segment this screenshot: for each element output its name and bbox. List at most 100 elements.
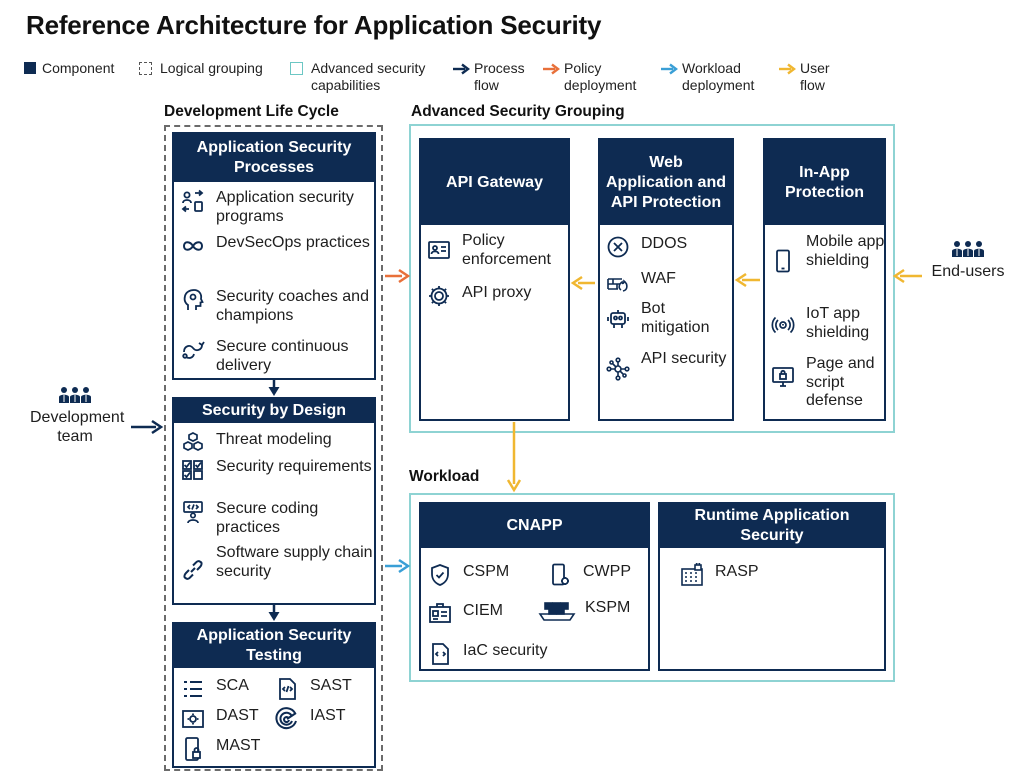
program-icon (178, 189, 208, 213)
list-item: DAST (178, 707, 268, 731)
item-label: RASP (715, 563, 759, 580)
application-security-testing-card: Application Security Testing (172, 622, 376, 768)
list-item: IoT app shielding (768, 305, 886, 342)
item-label: DAST (216, 707, 259, 724)
workload-group (409, 493, 895, 682)
item-label: DevSecOps practices (216, 234, 370, 251)
list-item: Secure continuous delivery (178, 338, 373, 375)
end-users-label: End-users (931, 263, 1005, 280)
list-item: Policy enforcement (424, 232, 569, 269)
card-title: API Gateway (421, 140, 568, 225)
card-title: Application Security Processes (174, 134, 374, 182)
legend-workload-deployment: Workload deployment (660, 60, 770, 94)
item-label: DDOS (641, 235, 688, 252)
id-badge-icon (425, 602, 455, 626)
item-label: Software supply chain security (216, 544, 373, 580)
policy-deployment-arrow (385, 268, 411, 284)
item-label: IAST (310, 707, 346, 724)
radar-icon (272, 707, 302, 731)
logical-grouping-swatch (139, 62, 152, 75)
item-label: Security coaches and champions (216, 288, 369, 324)
list-item: IAST (272, 707, 372, 731)
item-label: API security (641, 350, 727, 367)
legend-label: Process flow (474, 60, 525, 93)
item-label: KSPM (585, 599, 631, 616)
card-title: CNAPP (421, 504, 648, 548)
development-life-cycle-group (164, 125, 383, 771)
api-gateway-card: API Gateway (419, 138, 570, 421)
list-item: IaC security (425, 642, 645, 666)
item-label: MAST (216, 737, 261, 754)
list-item: KSPM (537, 599, 647, 623)
legend-label: Advanced security capabilities (311, 60, 426, 93)
security-by-design-card: Security by Design (172, 397, 376, 605)
policy-deployment-arrow-icon (543, 63, 560, 75)
item-label: Threat modeling (216, 431, 332, 448)
shield-icon (425, 563, 455, 587)
list-item: Security requirements (178, 458, 373, 482)
item-label: SAST (310, 677, 352, 694)
page-title: Reference Architecture for Application S… (26, 10, 602, 40)
legend-logical-grouping: Logical grouping (139, 60, 263, 77)
list-item: API proxy (424, 284, 569, 308)
card-title: Application Security Testing (174, 624, 374, 668)
list-item: DevSecOps practices (178, 234, 373, 258)
workload-deployment-arrow (385, 558, 411, 574)
user-flow-arrow-icon (779, 63, 796, 75)
component-swatch (24, 62, 36, 74)
list-item: CSPM (425, 563, 535, 587)
monitor-lock-icon (768, 365, 798, 389)
list-item: DDOS (603, 235, 733, 259)
id-card-icon (424, 238, 454, 262)
list-item: WAF (603, 270, 733, 294)
gear-window-icon (178, 707, 208, 731)
development-life-cycle-title: Development Life Cycle (164, 103, 339, 120)
infinity-icon (178, 234, 208, 258)
legend-component: Component (24, 60, 114, 77)
item-label: Policy enforcement (462, 232, 551, 268)
list-item: API security (603, 350, 733, 381)
cubes-icon (178, 431, 208, 455)
item-label: CSPM (463, 563, 510, 580)
item-label: SCA (216, 677, 249, 694)
chain-link-icon (178, 558, 208, 582)
item-label: Security requirements (216, 458, 372, 475)
advanced-swatch (290, 62, 303, 75)
workload-title: Workload (409, 468, 480, 485)
list-item: SAST (272, 677, 372, 701)
legend-label: User flow (800, 60, 830, 93)
legend-advanced: Advanced security capabilities (290, 60, 440, 94)
list-item: CWPP (545, 563, 645, 587)
legend-label: Logical grouping (160, 60, 263, 76)
code-file-icon (272, 677, 302, 701)
list-item: Threat modeling (178, 431, 373, 455)
legend-label: Component (42, 60, 115, 76)
card-title: Security by Design (174, 399, 374, 423)
legend-user-flow: User flow (778, 60, 848, 94)
legend-label: Workload deployment (682, 60, 755, 93)
list-item: Secure coding practices (178, 500, 373, 537)
item-label: IoT app shielding (806, 305, 870, 341)
item-label: Application security programs (216, 189, 354, 225)
item-label: WAF (641, 270, 676, 287)
cycle-icon (178, 338, 208, 362)
legend-policy-deployment: Policy deployment (542, 60, 652, 94)
list-item: CIEM (425, 602, 535, 626)
item-label: CIEM (463, 602, 503, 619)
item-label: Mobile app shielding (806, 233, 885, 269)
item-label: Secure continuous delivery (216, 338, 349, 374)
item-label: IaC security (463, 642, 548, 659)
card-title: Web Application and API Protection (600, 140, 732, 225)
list-item: RASP (677, 563, 857, 587)
workload-deployment-arrow-icon (661, 63, 678, 75)
process-flow-arrow-icon (453, 63, 470, 75)
end-users: End-users (918, 240, 1018, 281)
application-security-processes-card: Application Security Processes (172, 132, 376, 380)
coder-icon (178, 500, 208, 524)
gear-icon (424, 284, 454, 308)
item-label: Bot mitigation (641, 300, 710, 336)
code-doc-icon (425, 642, 455, 666)
list-item: Software supply chain security (178, 544, 373, 582)
checklist-icon (178, 458, 208, 482)
item-label: Secure coding practices (216, 500, 319, 536)
